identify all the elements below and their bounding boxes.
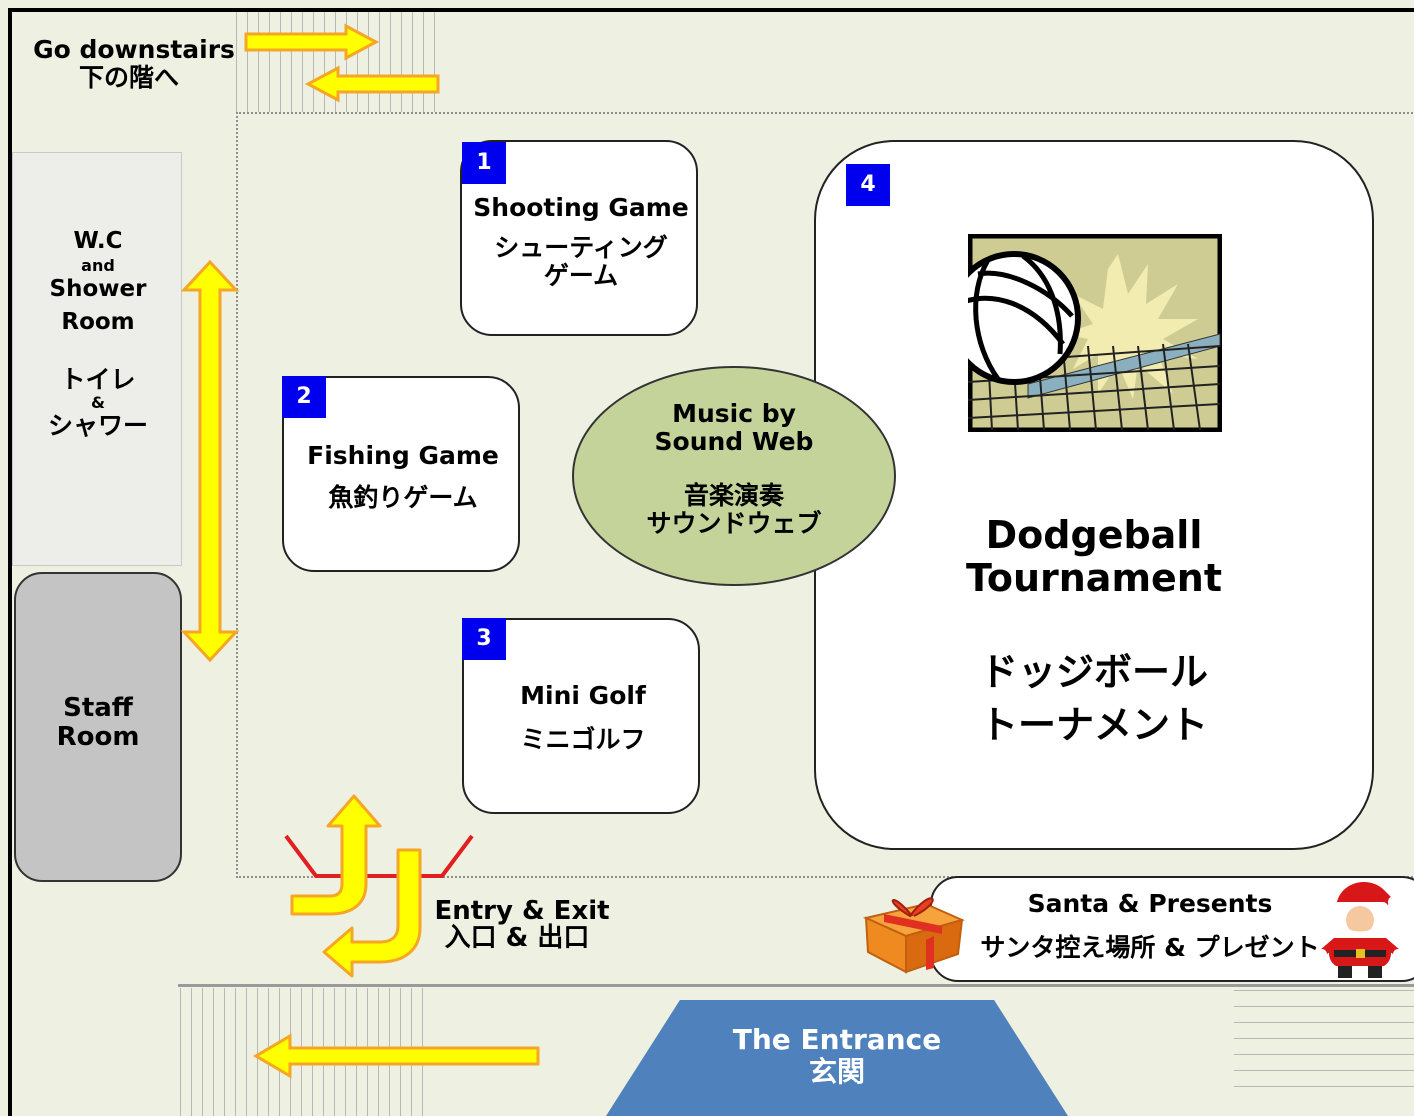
- double-arrow-corridor-icon: [180, 259, 240, 663]
- fishing-game-ja: 魚釣りゲーム: [328, 483, 478, 512]
- go-downstairs-en: Go downstairs: [33, 35, 235, 64]
- santa-presents-area: Santa & Presents サンタ控え場所 & プレゼント: [930, 876, 1414, 982]
- dodgeball-ja-1: ドッジボール: [979, 650, 1208, 695]
- dodgeball-en-2: Tournament: [965, 555, 1223, 600]
- map-border-top: [10, 8, 1414, 12]
- entry-arrow-icon: [290, 794, 382, 916]
- santa-ja: サンタ控え場所 & プレゼント: [980, 933, 1320, 962]
- restroom-ja-2: シャワー: [47, 411, 148, 441]
- restroom-en-2: Shower: [49, 275, 147, 302]
- dodgeball-ja-2: トーナメント: [979, 702, 1208, 747]
- booth-number-2: 2: [282, 376, 326, 418]
- shooting-game-ja-2: ゲーム: [543, 261, 619, 290]
- mini-golf-en: Mini Golf: [520, 681, 646, 710]
- santa-en: Santa & Presents: [1027, 889, 1273, 918]
- arrow-from-stairs-icon: [304, 65, 440, 103]
- entry-exit-ja: 入口 & 出口: [444, 923, 590, 954]
- booth-shooting-game: Shooting Game シューティング ゲーム: [460, 140, 698, 336]
- booth-number-3: 3: [462, 618, 506, 660]
- staff-room-line2: Room: [56, 722, 140, 753]
- hall-lower-wall: [178, 984, 1414, 987]
- entrance-ja: 玄関: [808, 1055, 865, 1089]
- restroom-en-1: W.C: [73, 228, 123, 254]
- go-downstairs-label: Go downstairs 下の階へ: [28, 36, 240, 92]
- shooting-game-en: Shooting Game: [473, 193, 689, 222]
- music-ja-1: 音楽演奏: [683, 481, 784, 510]
- staff-room: Staff Room: [14, 572, 182, 882]
- hall-floor-outline: [236, 112, 1414, 878]
- entry-exit-en: Entry & Exit: [434, 896, 610, 926]
- fishing-game-en: Fishing Game: [307, 441, 499, 470]
- restroom-and: and: [81, 255, 115, 275]
- restroom-amp: &: [91, 393, 105, 413]
- booth-dodgeball-tournament: Dodgeball Tournament ドッジボール トーナメント: [814, 140, 1374, 850]
- mini-golf-ja: ミニゴルフ: [520, 725, 646, 754]
- entrance: The Entrance 玄関: [606, 1000, 1068, 1116]
- music-stage: Music by Sound Web 音楽演奏 サウンドウェブ: [572, 366, 896, 586]
- restroom-ja-1: トイレ: [60, 365, 136, 395]
- booth-number-4: 4: [846, 164, 890, 206]
- booth-number-1: 1: [462, 142, 506, 184]
- entry-exit-label: Entry & Exit 入口 & 出口: [432, 896, 612, 953]
- shooting-game-ja-1: シューティング: [494, 233, 668, 262]
- entrance-en: The Entrance: [732, 1023, 942, 1056]
- santa-icon: [1317, 882, 1403, 978]
- arrow-to-lower-stairs-icon: [253, 1033, 540, 1079]
- volleyball-net-icon: [968, 234, 1222, 432]
- restroom-area: W.C and Shower Room トイレ & シャワー: [12, 152, 182, 566]
- music-en-2: Sound Web: [654, 427, 814, 456]
- staff-room-line1: Staff: [63, 693, 133, 723]
- map-border-left: [8, 8, 12, 1116]
- restroom-en-3: Room: [61, 309, 135, 336]
- door-marks: [284, 834, 474, 878]
- gift-icon: [862, 897, 965, 974]
- go-downstairs-ja: 下の階へ: [78, 63, 179, 92]
- stairs-right: [1234, 990, 1414, 1100]
- exit-arrow-icon: [322, 848, 422, 978]
- dodgeball-en-1: Dodgeball: [985, 513, 1203, 557]
- arrow-to-stairs-icon: [244, 23, 380, 61]
- music-en-1: Music by: [672, 399, 796, 428]
- music-ja-2: サウンドウェブ: [646, 509, 822, 538]
